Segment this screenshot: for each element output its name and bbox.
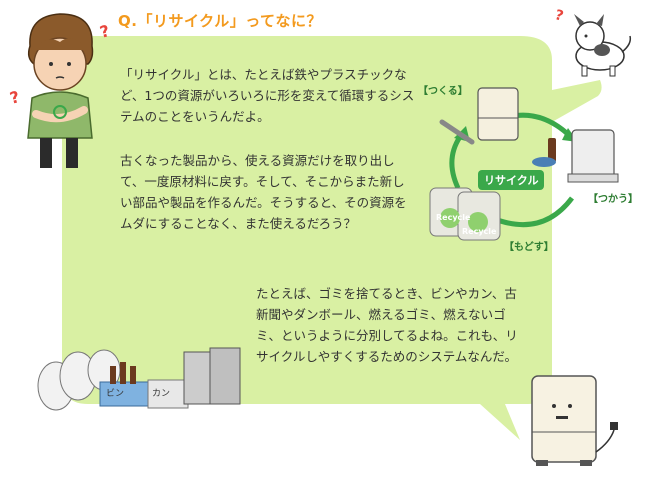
page-title: Q.「リサイクル」ってなに？ [118, 12, 322, 30]
refrigerator-character-illustration [531, 375, 618, 466]
use-label: 【つかう】 [588, 194, 638, 205]
paragraph-example: たとえば、ゴミを捨てるとき、ビンやカン、古新聞やダンボール、燃えるゴミ、燃えない… [256, 286, 518, 364]
recycle-center-label: リサイクル [478, 170, 545, 190]
make-label: 【つくる】 [418, 86, 468, 97]
dog-character-illustration [574, 14, 632, 77]
recycle-bag-label: Recycle [462, 227, 497, 236]
garbage-sorting-illustration [37, 347, 241, 411]
return-label: 【もどす】 [504, 242, 554, 253]
recycle-bag-label: Recycle [436, 213, 471, 222]
bottle-bin-label: ビン [106, 389, 125, 399]
boy-character-illustration [27, 13, 94, 168]
paragraph-process: 古くなった製品から、使える資源だけを取り出して、一度原材料に戻す。そして、そこか… [120, 153, 407, 231]
paragraph-definition: 「リサイクル」とは、たとえば鉄やプラスチックなど、1つの資源がいろいろに形を変え… [120, 67, 415, 124]
recycle-cycle-diagram [429, 87, 619, 241]
can-bin-label: カン [152, 389, 171, 399]
